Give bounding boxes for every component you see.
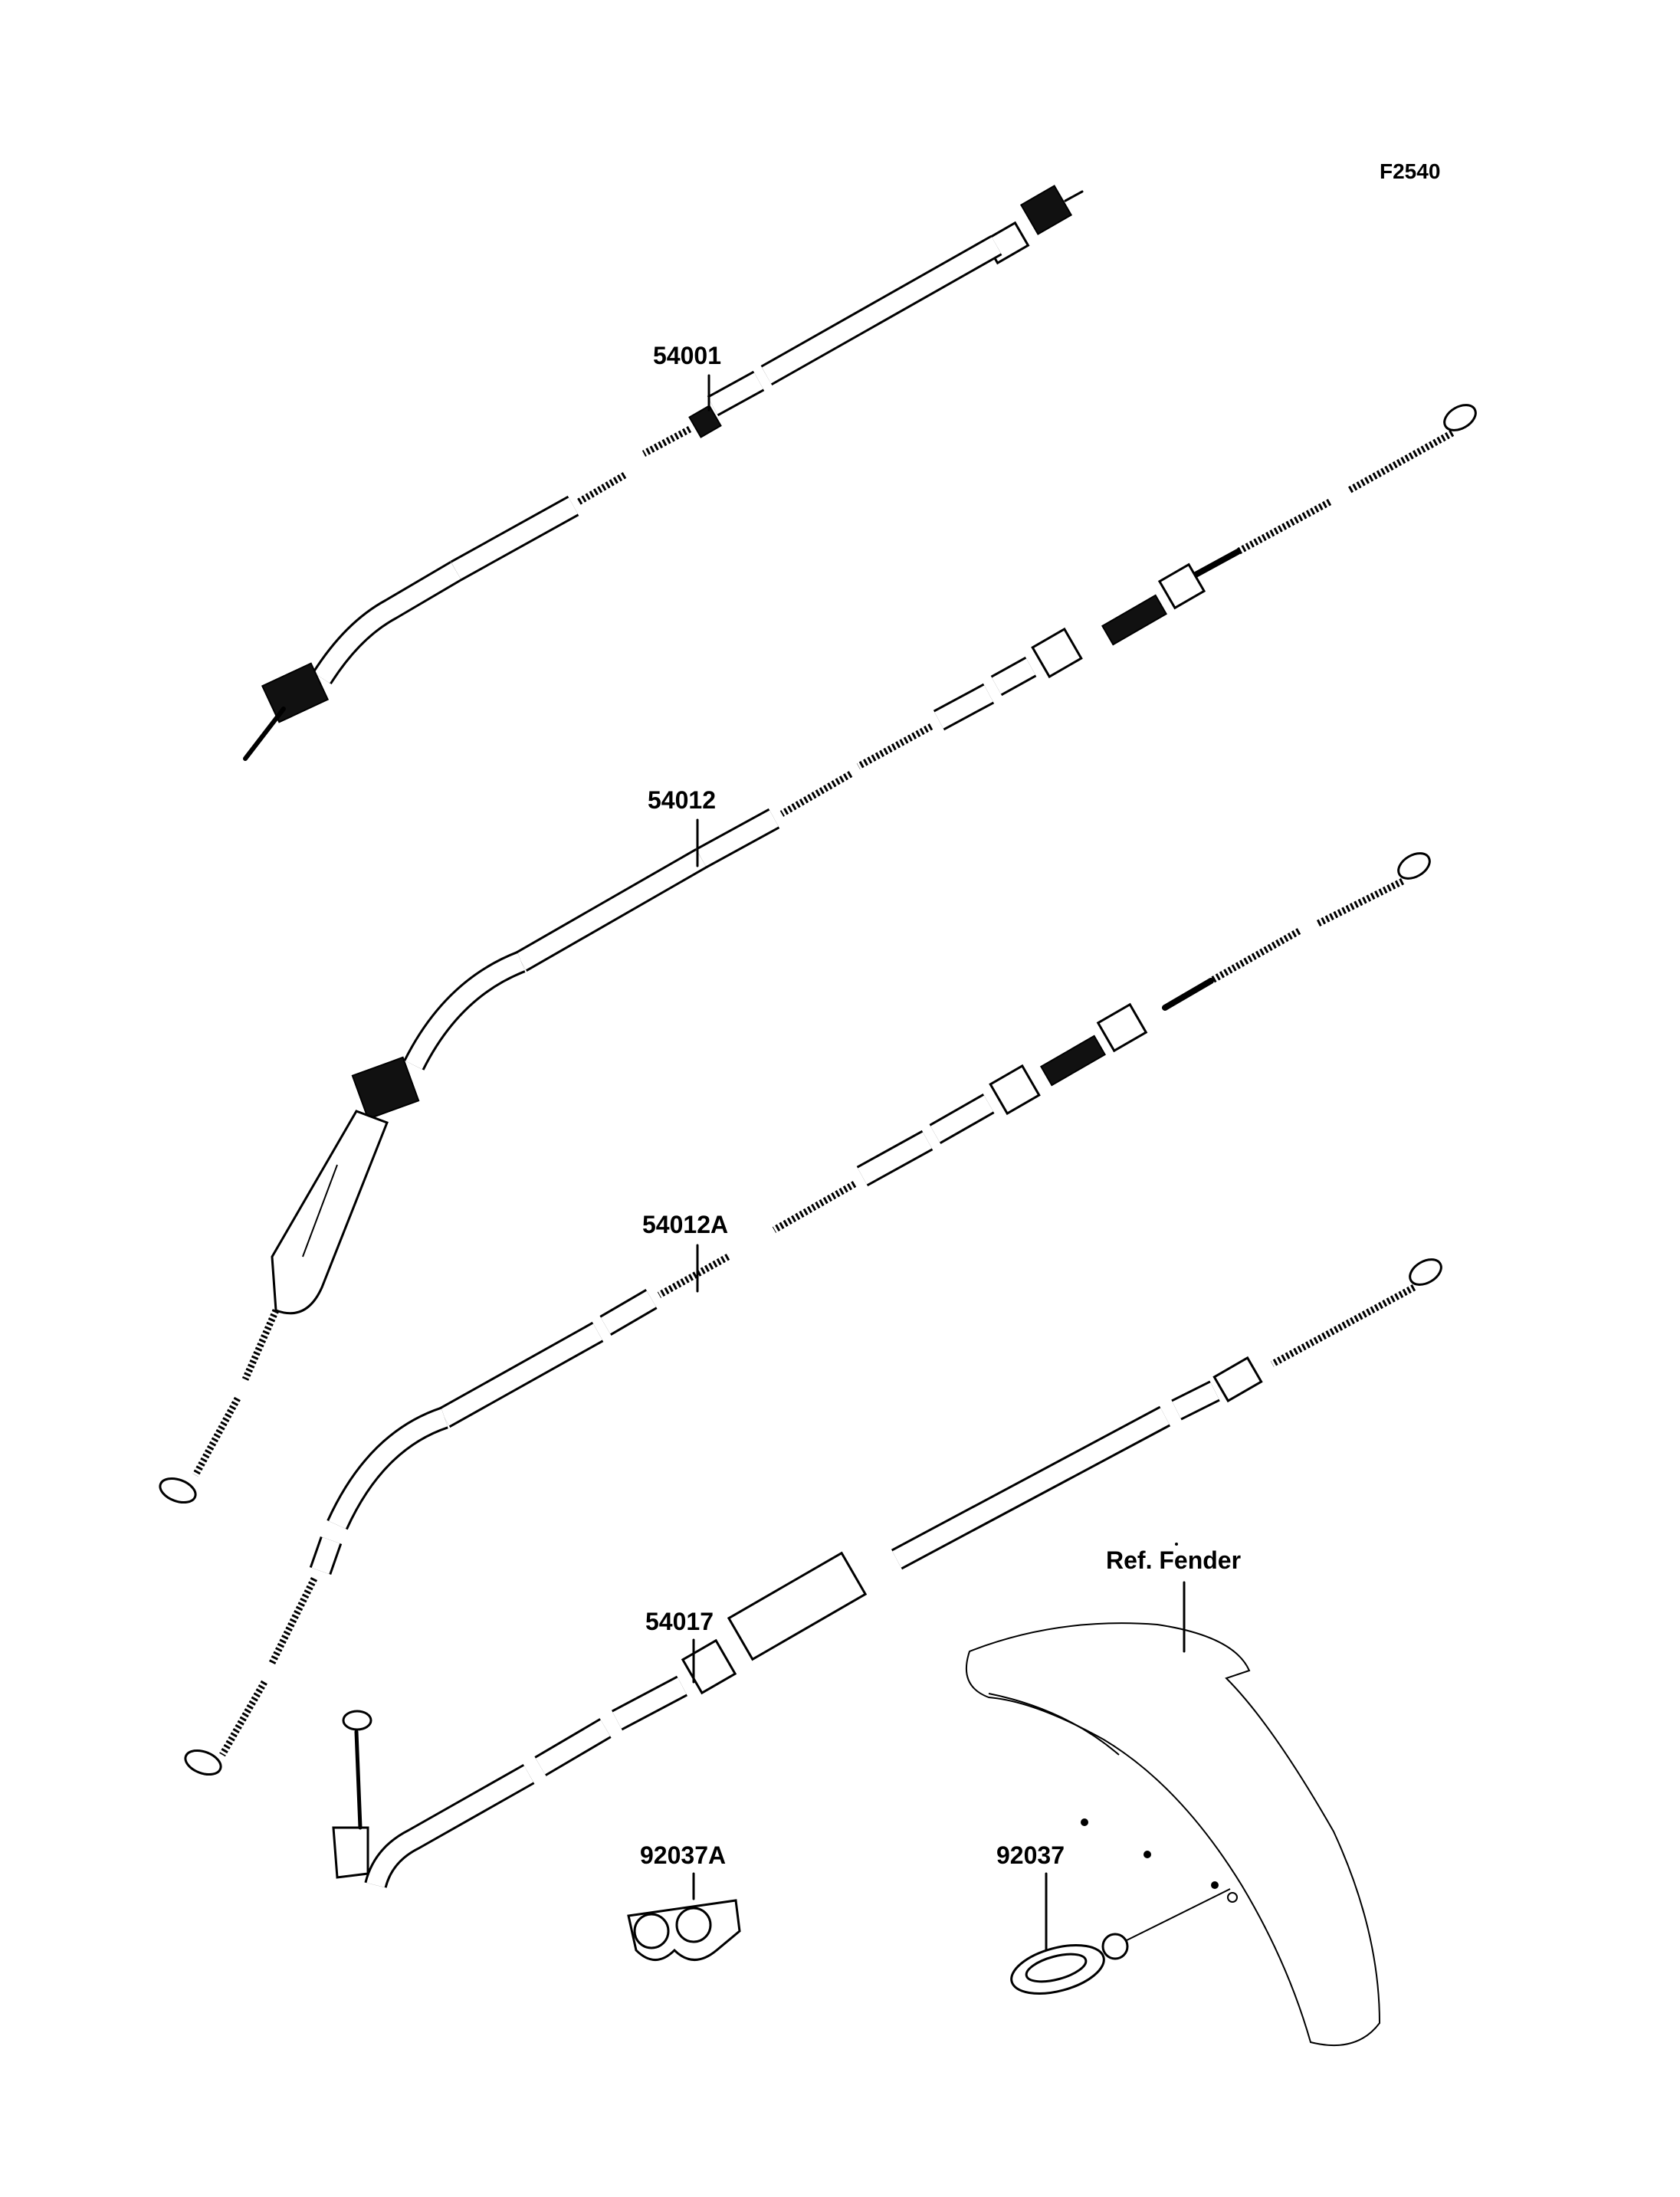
part-label-92037A: 92037A	[640, 1841, 727, 1869]
cable-54017	[332, 1258, 1442, 1889]
speedometer-cable-54001	[243, 185, 1084, 761]
ref-fender-label: Ref. Fender	[1106, 1546, 1242, 1574]
part-label-54017: 54017	[645, 1608, 714, 1635]
part-label-92037: 92037	[996, 1841, 1065, 1869]
grommet-92037	[1010, 1888, 1231, 1995]
leader-lines	[692, 374, 1186, 1952]
part-label-54012A: 54012A	[642, 1211, 729, 1238]
part-label-54012: 54012	[648, 786, 716, 814]
cable-54012A	[184, 852, 1431, 1776]
fender-outline	[965, 1543, 1381, 2047]
part-label-54001: 54001	[653, 342, 721, 369]
diagram-code: F2540	[1380, 159, 1441, 183]
cable-54012	[159, 404, 1477, 1504]
clamp-92037A	[627, 1899, 741, 1961]
